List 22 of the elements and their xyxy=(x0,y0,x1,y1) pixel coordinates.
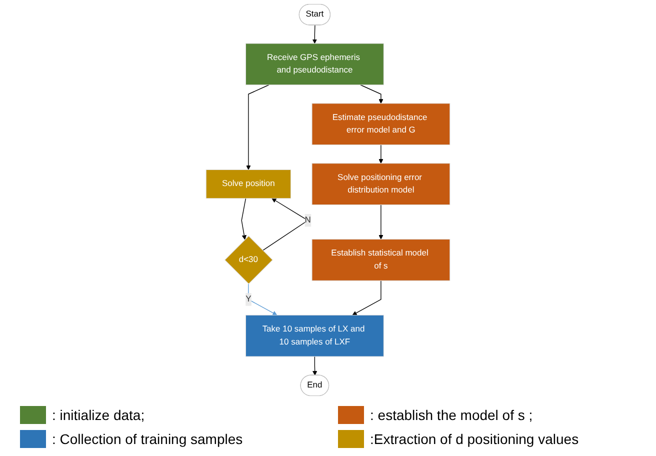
node-box: Estimate pseudodistance error model and G xyxy=(312,103,450,146)
arrow xyxy=(378,144,384,164)
arrow xyxy=(248,283,278,316)
edge-label: Y xyxy=(246,294,252,304)
node-box: Receive GPS ephemeris and pseudodistance xyxy=(245,43,384,86)
legend-text: : Collection of training samples xyxy=(52,431,243,447)
arrow xyxy=(241,198,246,240)
arrow xyxy=(312,24,318,44)
arrow xyxy=(352,280,382,316)
node-diamond: d<30 xyxy=(224,236,273,284)
node-box: Solve positioning error distribution model xyxy=(312,163,450,206)
edge-label: N xyxy=(304,216,311,225)
legend-text: :Extraction of d positioning values xyxy=(370,431,579,447)
legend-text: : initialize data; xyxy=(52,407,145,423)
arrow xyxy=(312,356,318,376)
legend-text: : establish the model of s ; xyxy=(370,407,533,423)
node-box: Take 10 samples of LX and 10 samples of LXF xyxy=(245,314,384,357)
node-box: Establish statistical model of s xyxy=(312,239,450,281)
node-box: Solve position xyxy=(206,169,292,199)
arrow xyxy=(378,204,384,240)
arrow xyxy=(246,84,270,170)
arrow xyxy=(360,84,384,104)
